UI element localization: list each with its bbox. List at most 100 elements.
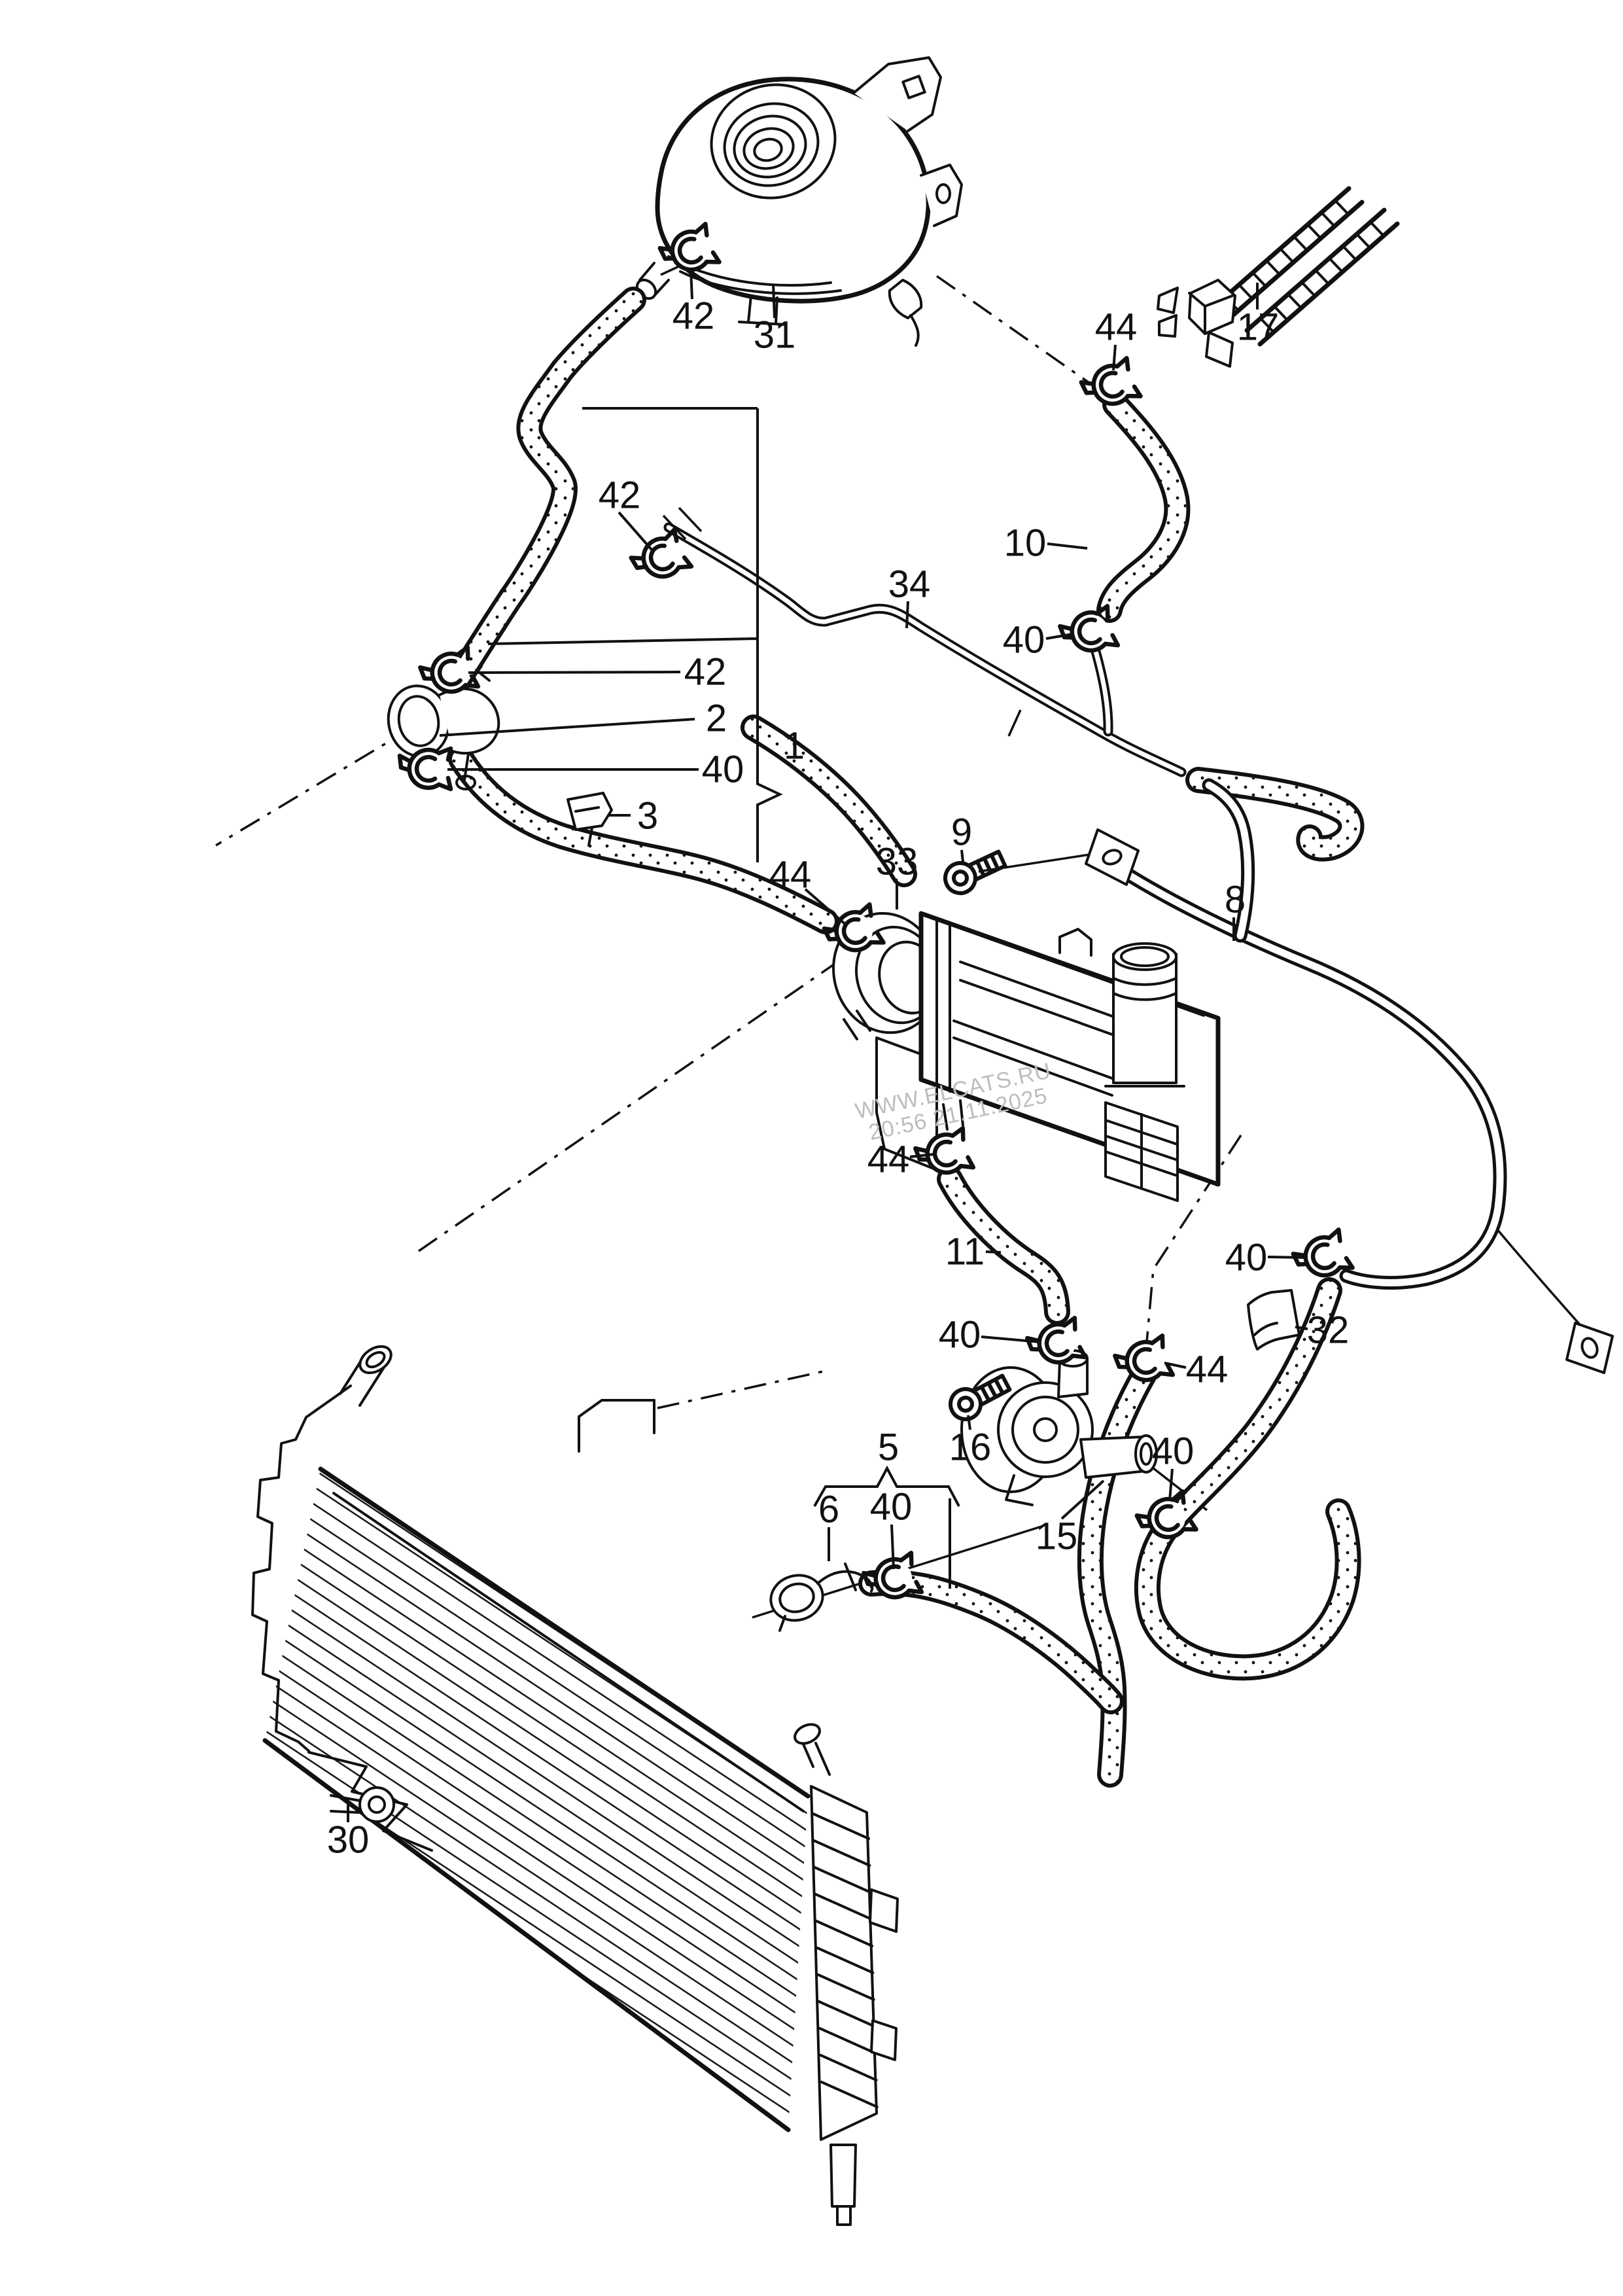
radiator-side-tank: [810, 1785, 878, 2141]
part-label-34[interactable]: 34: [888, 563, 931, 606]
cable-tie-tooth: [1259, 317, 1275, 334]
elbow-connector-6: [769, 1563, 874, 1632]
part-label-6[interactable]: 6: [818, 1489, 839, 1531]
leader-line-44c: [804, 888, 848, 927]
assembly-brackets: [487, 407, 960, 1589]
part-label-17[interactable]: 17: [1237, 306, 1280, 349]
leader-line-40h: [890, 1524, 895, 1570]
part-label-40b[interactable]: 40: [702, 749, 744, 791]
cable-tie-tooth: [1300, 281, 1316, 298]
leader-line-31: [772, 283, 776, 319]
part-label-40g[interactable]: 40: [1152, 1430, 1195, 1473]
part-label-44c[interactable]: 44: [769, 854, 812, 896]
coolant-pipe-8: [1085, 778, 1614, 1374]
coolant-hoses: [442, 287, 1365, 1788]
part-label-40e[interactable]: 40: [939, 1314, 981, 1356]
hose-clip-icon: [1113, 1335, 1172, 1388]
cable-tie-tooth: [1306, 223, 1322, 240]
cable-tie-tooth: [1342, 245, 1357, 262]
part-label-44a[interactable]: 44: [1095, 306, 1138, 349]
leader-line-40e: [981, 1335, 1041, 1343]
radiator-tank-ribs: [812, 1812, 879, 2108]
leader-line-40f: [1267, 1256, 1307, 1259]
expansion-tank: [635, 56, 963, 347]
leader-line-40g: [1168, 1468, 1174, 1502]
leader-line-32: [1295, 1326, 1308, 1330]
leader-line-10: [1047, 542, 1088, 550]
leader-line-42c: [468, 671, 681, 674]
part-label-15[interactable]: 15: [1036, 1515, 1078, 1558]
part-label-42b[interactable]: 42: [599, 474, 641, 517]
leader-line-40c: [1045, 633, 1073, 640]
radiator-rib: [818, 2027, 877, 2055]
leader-line-34: [905, 601, 909, 629]
cable-tie-tooth: [1314, 269, 1330, 285]
cable-tie-tooth: [1279, 247, 1295, 264]
leader-line-44e: [1164, 1362, 1187, 1369]
part-label-2[interactable]: 2: [706, 698, 727, 740]
tank-cap: [710, 83, 837, 200]
cable-tie-tooth: [1293, 235, 1308, 252]
leader-lines: [347, 269, 1308, 1822]
leader-line-15: [1060, 1479, 1105, 1520]
radiator-rib: [819, 2054, 878, 2081]
cable-ties: [1157, 186, 1400, 368]
part-label-42c[interactable]: 42: [684, 651, 727, 694]
part-label-32[interactable]: 32: [1307, 1309, 1350, 1352]
radiator-rib: [812, 1839, 871, 1867]
part-label-44e[interactable]: 44: [1186, 1349, 1229, 1391]
hose-clip-icon: [400, 749, 451, 789]
leader-line-42b: [618, 511, 653, 551]
leader-line-42a: [689, 269, 693, 300]
cable-tie-teeth: [1224, 199, 1385, 334]
part-label-16[interactable]: 16: [949, 1426, 992, 1469]
part-label-40h[interactable]: 40: [870, 1486, 913, 1528]
part-label-9[interactable]: 9: [951, 811, 972, 854]
radiator-rib: [814, 1893, 873, 1920]
part-label-5[interactable]: 5: [878, 1426, 899, 1469]
part-label-10[interactable]: 10: [1004, 522, 1047, 565]
cable-tie-tooth: [1273, 305, 1289, 322]
cable-tie-tooth: [1320, 211, 1336, 228]
part-label-30[interactable]: 30: [327, 1819, 370, 1862]
cable-tie-tooth: [1334, 199, 1350, 216]
part-label-11[interactable]: 11: [945, 1231, 985, 1273]
leader-line-44a: [1112, 344, 1117, 371]
part-label-42a[interactable]: 42: [672, 295, 715, 338]
radiator-filler-neck: [339, 1345, 393, 1407]
cable-tie-tooth: [1238, 283, 1253, 300]
cable-tie-tooth: [1355, 232, 1371, 249]
radiator-rib: [816, 1973, 875, 2001]
cooler-outlet-duct: [1104, 942, 1185, 1087]
part-label-1[interactable]: 1: [784, 725, 805, 768]
cable-tie-tooth: [1328, 256, 1344, 274]
radiator-rib: [815, 1920, 874, 1947]
leader-line-16: [967, 1415, 971, 1430]
cable-tie-tooth: [1251, 271, 1267, 288]
quick-connector-2: [387, 665, 500, 790]
radiator-rib: [812, 1812, 870, 1840]
part-label-44d[interactable]: 44: [867, 1139, 910, 1181]
part-label-40c[interactable]: 40: [1003, 619, 1045, 662]
radiator: [251, 1345, 899, 2226]
hose-clip-icon: [1058, 606, 1117, 658]
hose-holder-3: [567, 792, 613, 847]
cap-32: [1247, 1289, 1300, 1351]
cable-tie-tooth: [1287, 292, 1302, 309]
leader-line-44d: [909, 1153, 935, 1158]
part-label-31[interactable]: 31: [754, 314, 796, 357]
leader-line-2: [439, 718, 695, 737]
part-label-40f[interactable]: 40: [1225, 1237, 1268, 1279]
coolant-pipe-34: [662, 506, 1187, 777]
radiator-rib: [816, 1947, 875, 1974]
part-label-8[interactable]: 8: [1225, 879, 1246, 921]
part-label-33[interactable]: 33: [876, 841, 918, 883]
charge-air-cooler: [832, 911, 1221, 1202]
leader-line-9: [960, 849, 964, 862]
part-label-3[interactable]: 3: [637, 795, 658, 838]
radiator-rib: [817, 2000, 876, 2028]
radiator-rib: [813, 1866, 872, 1894]
